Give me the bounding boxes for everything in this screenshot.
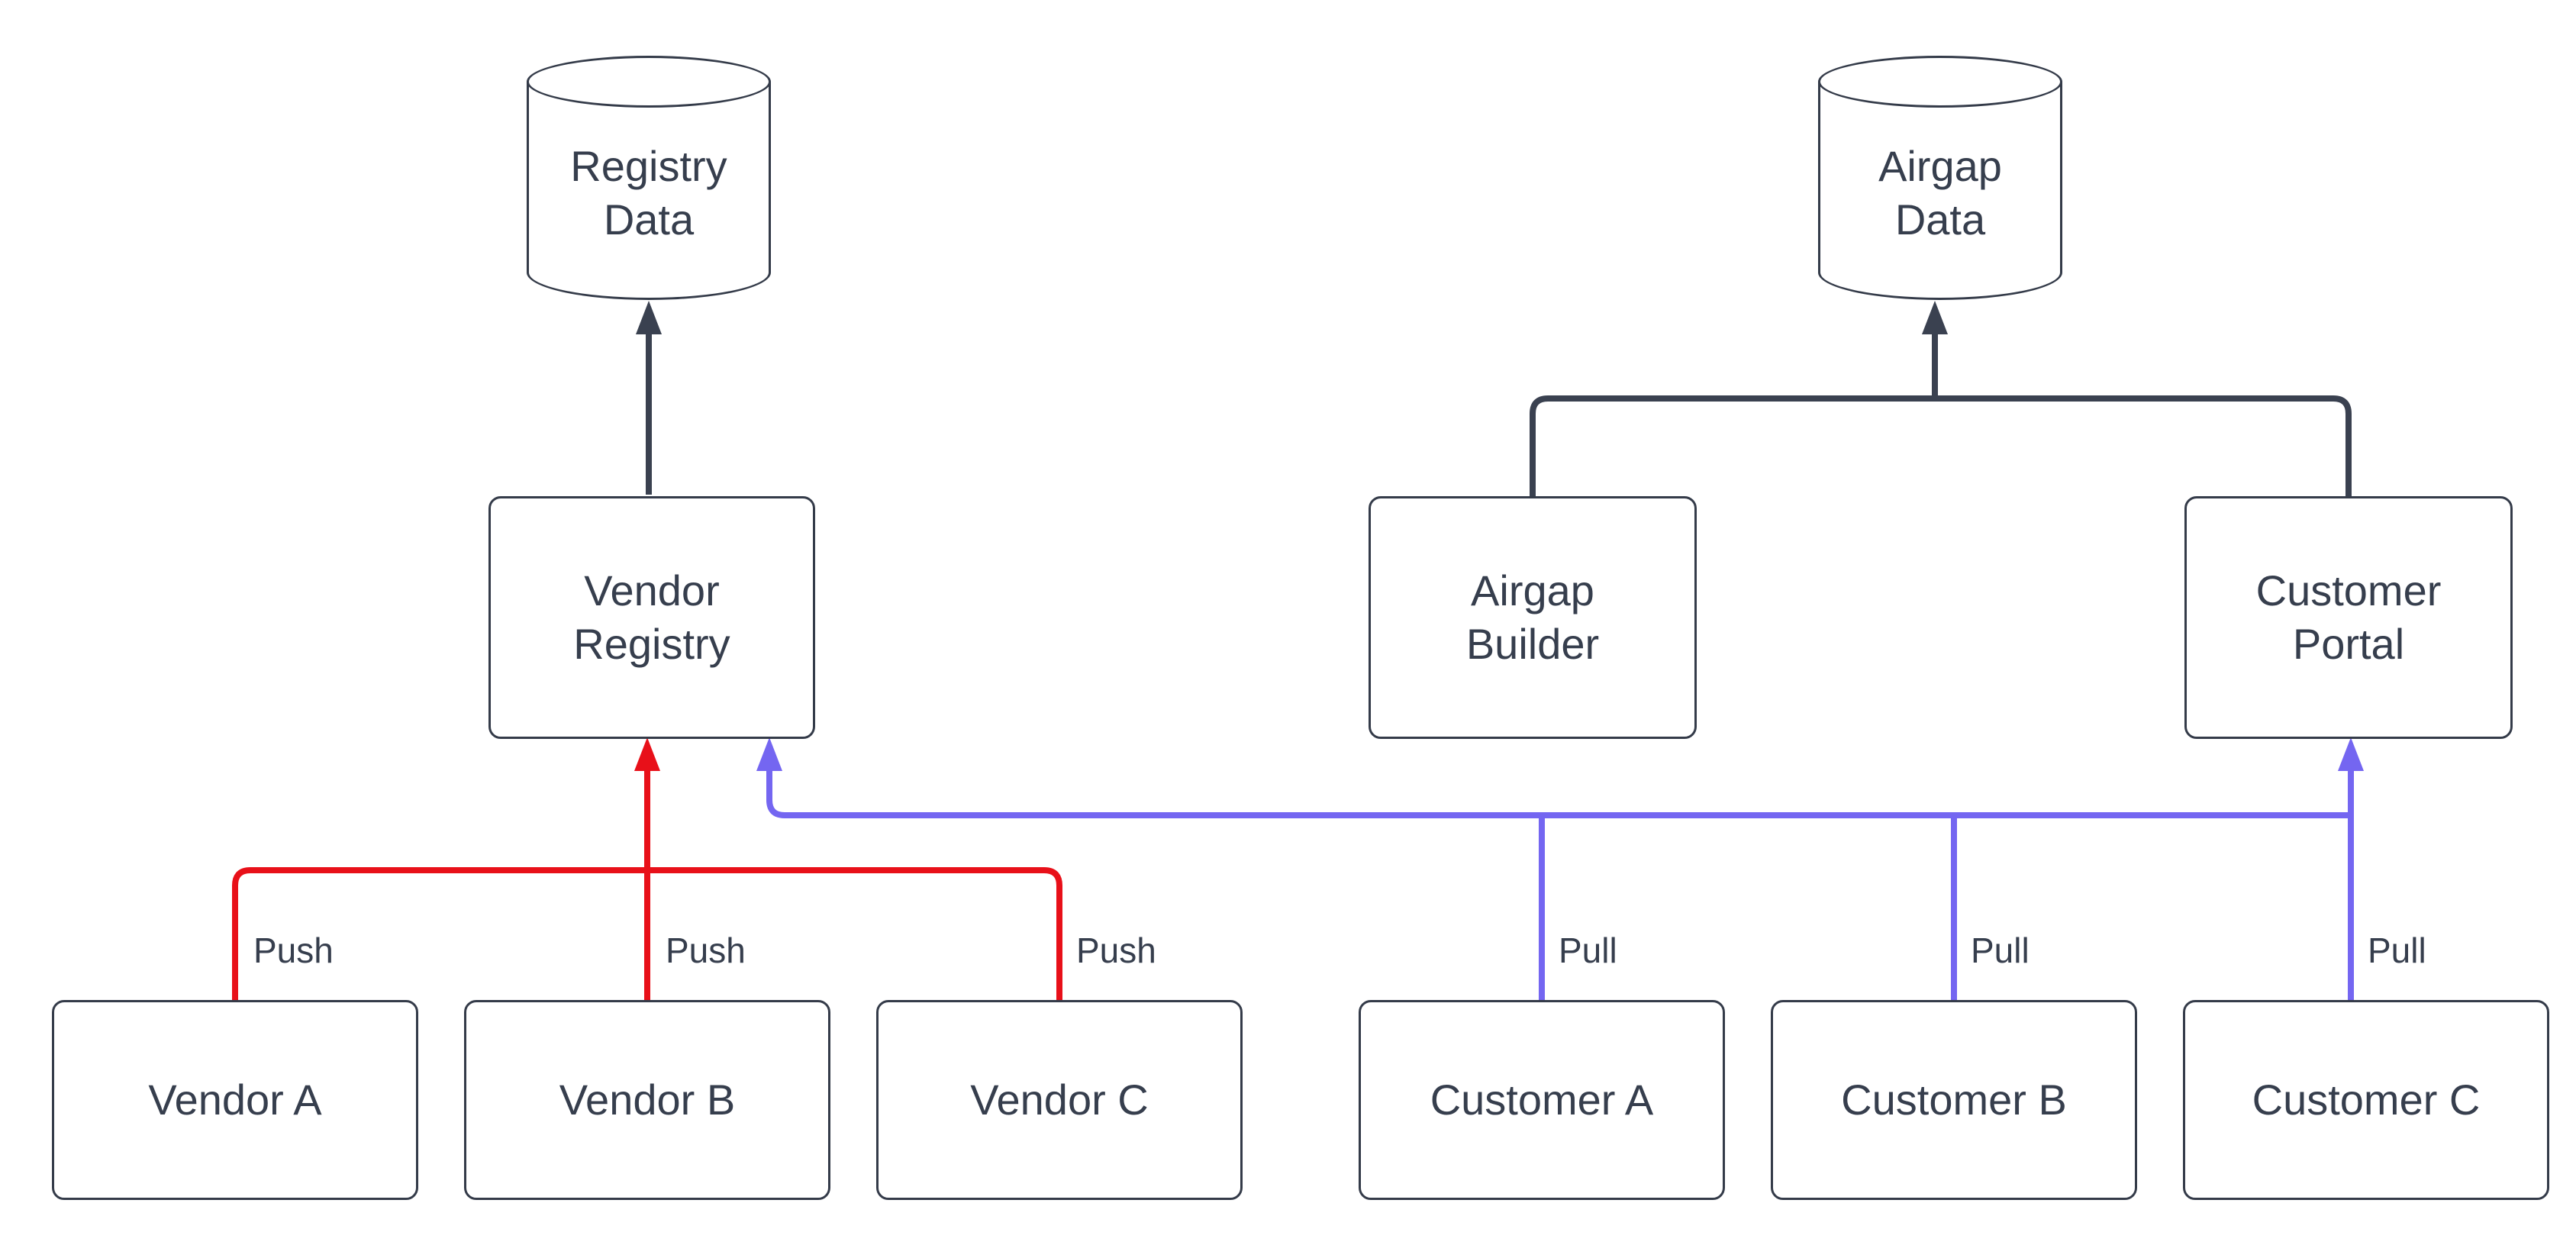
- edge-label-pull-customer-c: Pull: [2368, 931, 2426, 970]
- node-vendor-c: Vendor C: [876, 1000, 1243, 1200]
- node-label-vendor-b: Vendor B: [559, 1076, 736, 1124]
- edge-label-pull-customer-b: Pull: [1971, 931, 2030, 970]
- node-customer-a: Customer A: [1359, 1000, 1725, 1200]
- node-label-airgap-builder: Airgap Builder: [1465, 566, 1600, 668]
- node-label-registry-data: Registry Data: [570, 142, 727, 244]
- edge-label-push-vendor-c: Push: [1076, 931, 1156, 970]
- node-registry-data: Registry Data: [527, 56, 771, 300]
- edge-airgap-builder-and-customer-portal-trunk: [1530, 395, 2352, 496]
- node-airgap-builder: Airgap Builder: [1369, 496, 1697, 739]
- edge-pull-trunk-to-vendor-registry: [766, 771, 2351, 818]
- node-label-customer-c: Customer C: [2252, 1076, 2481, 1124]
- node-label-vendor-c: Vendor C: [970, 1076, 1149, 1124]
- cylinder-body: [527, 82, 771, 300]
- arrowhead-blue-into-vendor-registry: [756, 737, 782, 771]
- edge-label-pull-customer-a: Pull: [1559, 931, 1617, 970]
- node-customer-c: Customer C: [2183, 1000, 2549, 1200]
- node-label-customer-b: Customer B: [1841, 1076, 2067, 1124]
- cylinder-body: [1818, 82, 2062, 300]
- node-label-vendor-a: Vendor A: [148, 1076, 322, 1124]
- node-vendor-b: Vendor B: [464, 1000, 830, 1200]
- arrowhead-into-registry-data: [636, 301, 662, 334]
- node-vendor-registry: Vendor Registry: [488, 496, 815, 739]
- node-customer-portal: Customer Portal: [2184, 496, 2513, 739]
- node-vendor-a: Vendor A: [52, 1000, 418, 1200]
- cylinder-top-ellipse: [527, 56, 771, 108]
- node-label-airgap-data: Airgap Data: [1878, 142, 2002, 244]
- node-airgap-data: Airgap Data: [1818, 56, 2062, 300]
- node-customer-b: Customer B: [1771, 1000, 2137, 1200]
- arrowhead-into-airgap-data: [1922, 301, 1948, 334]
- arrowhead-red-into-vendor-registry: [634, 737, 660, 771]
- edge-label-push-vendor-a: Push: [253, 931, 334, 970]
- edge-label-push-vendor-b: Push: [666, 931, 746, 970]
- node-label-customer-portal: Customer Portal: [2255, 566, 2442, 668]
- node-label-vendor-registry: Vendor Registry: [573, 566, 730, 668]
- node-label-customer-a: Customer A: [1430, 1076, 1654, 1124]
- arrowhead-blue-into-customer-portal: [2338, 737, 2364, 771]
- cylinder-top-ellipse: [1818, 56, 2062, 108]
